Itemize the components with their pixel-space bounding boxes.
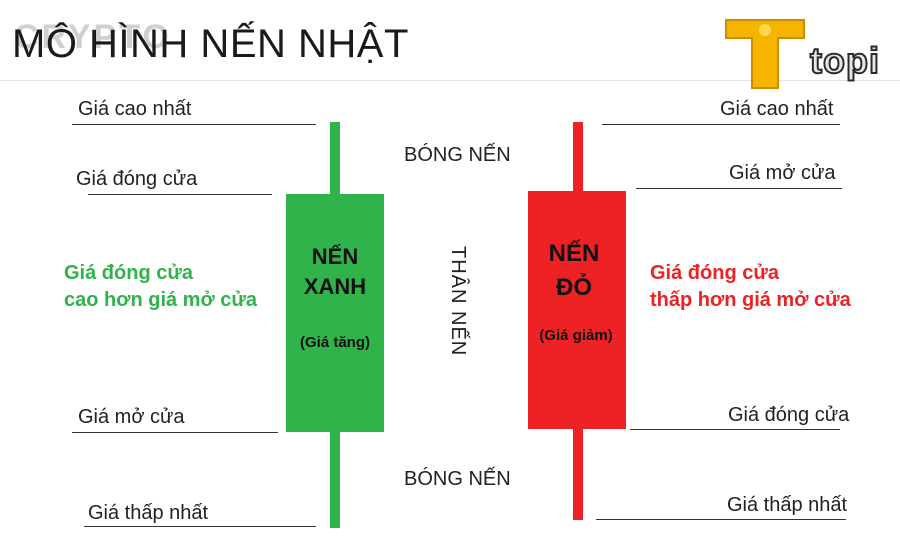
red-candle-name-2: ĐỎ bbox=[556, 274, 592, 301]
red-desc-line1: Giá đóng cửa bbox=[650, 262, 779, 284]
red-description: Giá đóng cửa thấp hơn giá mở cửa bbox=[650, 260, 851, 314]
line-green-close bbox=[88, 194, 272, 195]
red-candle-name-1: NẾN bbox=[548, 240, 600, 267]
line-green-high bbox=[72, 124, 316, 125]
green-candle-name-1: NẾN bbox=[311, 244, 359, 269]
line-red-high bbox=[602, 124, 840, 125]
line-red-close bbox=[630, 429, 840, 430]
label-red-low: Giá thấp nhất bbox=[727, 494, 848, 516]
red-desc-line2: thấp hơn giá mở cửa bbox=[650, 289, 851, 311]
title-divider bbox=[0, 80, 900, 81]
line-green-low bbox=[84, 526, 316, 527]
label-shadow-bottom: BÓNG NẾN bbox=[404, 468, 511, 490]
green-desc-line2: cao hơn giá mở cửa bbox=[64, 289, 257, 311]
label-red-high: Giá cao nhất bbox=[720, 98, 834, 120]
label-candle-body: THÂN NẾN bbox=[447, 246, 469, 357]
label-green-low: Giá thấp nhất bbox=[88, 502, 209, 524]
watermark: CRYPTO bbox=[14, 18, 172, 56]
green-desc-line1: Giá đóng cửa bbox=[64, 262, 193, 284]
red-candle-sub: (Giá giảm) bbox=[539, 327, 613, 344]
label-shadow-top: BÓNG NẾN bbox=[404, 144, 511, 166]
label-red-open: Giá mở cửa bbox=[729, 162, 836, 184]
line-red-low bbox=[596, 519, 846, 520]
line-red-open bbox=[636, 188, 842, 189]
green-description: Giá đóng cửa cao hơn giá mở cửa bbox=[64, 260, 257, 314]
green-candle-name-2: XANH bbox=[303, 274, 367, 299]
green-candle-sub: (Giá tăng) bbox=[300, 334, 370, 351]
label-green-open: Giá mở cửa bbox=[78, 406, 185, 428]
green-candle-body: NẾN XANH (Giá tăng) bbox=[286, 194, 384, 432]
page-title: MÔ HÌNH NẾN NHẬT bbox=[12, 22, 409, 66]
topi-logo-icon bbox=[722, 14, 898, 92]
label-green-close: Giá đóng cửa bbox=[76, 168, 198, 190]
line-green-open bbox=[72, 432, 278, 433]
label-green-high: Giá cao nhất bbox=[78, 98, 192, 120]
red-candle-body: NẾN ĐỎ (Giá giảm) bbox=[528, 191, 626, 429]
label-red-close: Giá đóng cửa bbox=[728, 404, 850, 426]
logo-text: topi bbox=[809, 39, 880, 82]
